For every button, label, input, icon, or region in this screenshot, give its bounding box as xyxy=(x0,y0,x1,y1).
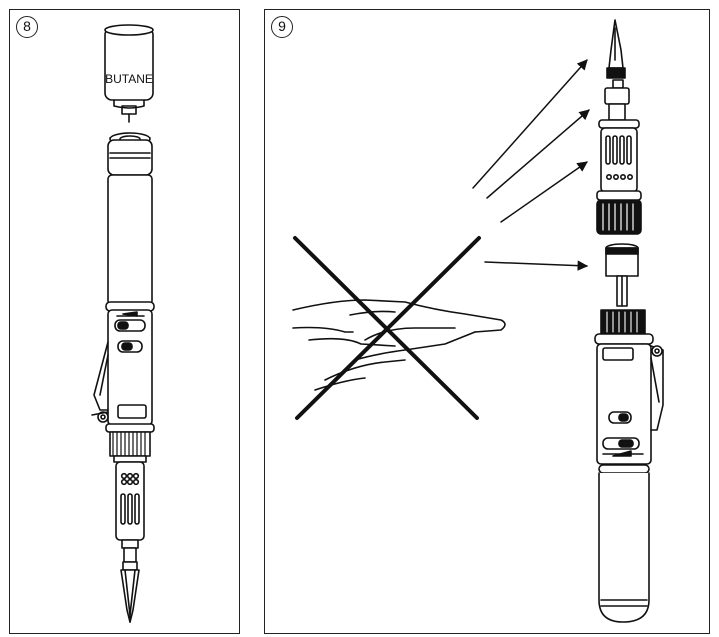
step-8-panel: 8 xyxy=(9,9,240,634)
tip-assembly-icon xyxy=(597,20,641,234)
disassembly-illustration xyxy=(265,10,711,635)
step-9-panel: 9 xyxy=(264,9,710,634)
soldering-iron-body-icon xyxy=(595,310,663,622)
arrow-icons xyxy=(473,60,589,266)
cap-icon xyxy=(606,244,638,306)
refill-illustration: BUTANE xyxy=(10,10,241,635)
hand-icon xyxy=(293,300,505,390)
butane-label: BUTANE xyxy=(105,72,153,86)
soldering-iron-icon xyxy=(92,133,154,622)
